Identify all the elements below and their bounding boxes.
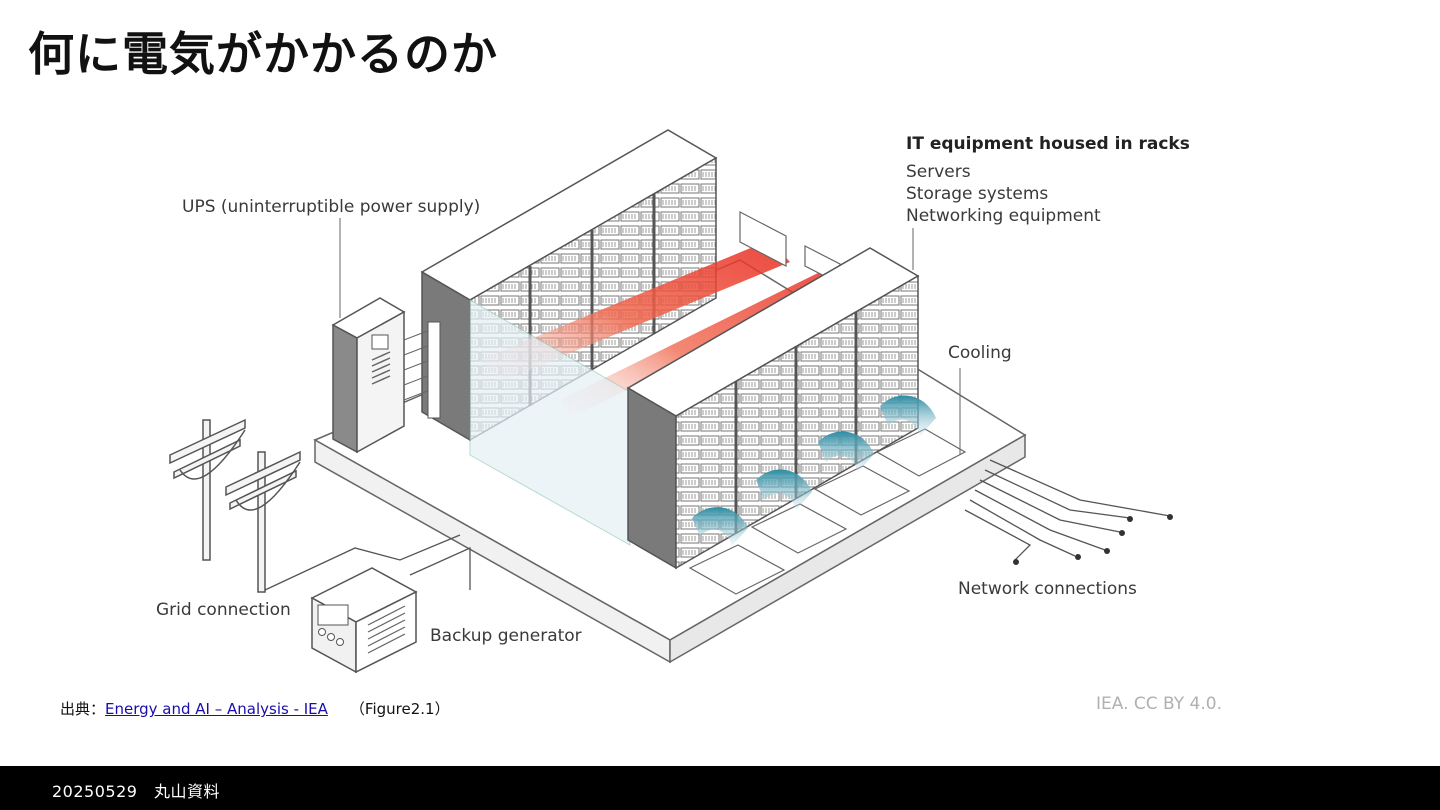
- network-cables: [964, 459, 1171, 561]
- label-it-equipment: IT equipment housed in racks: [906, 134, 1190, 154]
- hot-air-flow: [480, 240, 830, 418]
- label-network-connections: Network connections: [958, 579, 1137, 599]
- floor-vents: [688, 428, 967, 595]
- label-networking: Networking equipment: [906, 206, 1101, 226]
- backup-generator: [310, 567, 418, 674]
- label-servers: Servers: [906, 162, 971, 182]
- label-grid-connection: Grid connection: [156, 600, 291, 620]
- source-link[interactable]: Energy and AI – Analysis - IEA: [105, 700, 328, 718]
- footer-text: 20250529 丸山資料: [52, 782, 220, 801]
- data-center-diagram: UPS (uninterruptible power supply) IT eq…: [156, 129, 1222, 714]
- cold-air-flow: [692, 395, 936, 546]
- footer-bar: 20250529 丸山資料: [0, 766, 1440, 810]
- label-ups: UPS (uninterruptible power supply): [182, 197, 480, 217]
- power-poles: [169, 418, 301, 593]
- credit-text: IEA. CC BY 4.0.: [1096, 694, 1222, 714]
- source-prefix: 出典：: [60, 700, 106, 718]
- source-line: 出典：Energy and AI – Analysis - IEA （Figure…: [60, 698, 450, 719]
- source-figure: （Figure2.1）: [349, 700, 450, 718]
- leader-lines: [339, 218, 961, 455]
- ups-unit: [331, 297, 441, 454]
- network-connectors: [1013, 514, 1173, 565]
- label-cooling: Cooling: [948, 343, 1012, 363]
- power-cables: [264, 534, 471, 591]
- aisle-panel: [469, 299, 631, 546]
- label-storage: Storage systems: [906, 184, 1048, 204]
- slide-title: 何に電気がかかるのか: [28, 27, 498, 81]
- label-backup-generator: Backup generator: [430, 626, 582, 646]
